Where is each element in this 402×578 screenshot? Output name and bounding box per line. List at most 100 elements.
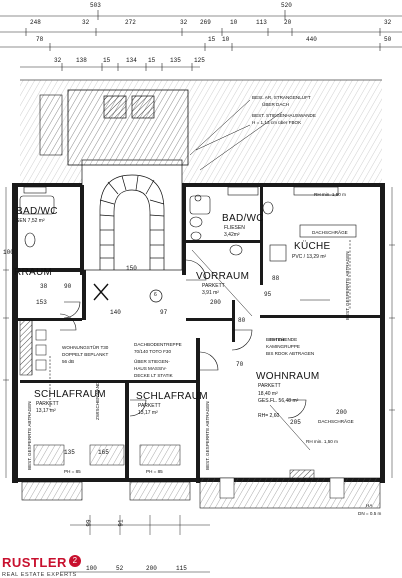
dim-label: 440: [306, 36, 317, 43]
dim-label: 503: [90, 2, 101, 9]
dim-label: 135: [64, 449, 75, 456]
dim-label: 50: [384, 36, 392, 43]
note-dn: DN = 0.5 m: [358, 511, 382, 516]
room-vorraum-area: 3,91 m²: [202, 290, 219, 296]
dim-label: 125: [194, 57, 205, 64]
note-tuer-2: DOPPELT BEPLANKT: [62, 352, 109, 357]
note-gesperrte-2: BEST. GESPERRTE ABTRAGEN: [205, 401, 210, 470]
marker-circle-number: 6: [154, 292, 157, 298]
dim-label: 32: [180, 19, 188, 26]
note-dachboden-2: 70/140 TOTO F30: [134, 349, 172, 354]
dim-label: 90: [64, 283, 72, 290]
room-bad-wc-left: BAD/WC: [16, 206, 58, 217]
dim-label: 113: [256, 19, 267, 26]
note-ph-2: PH = 85: [146, 469, 163, 474]
dim-label: 153: [36, 299, 47, 306]
chimney-block: [39, 89, 189, 166]
bottom-hatching: [21, 444, 381, 509]
dim-label: 78: [36, 36, 44, 43]
left-edge-detail: [19, 319, 47, 376]
dim-label: 150: [126, 265, 137, 272]
brand-badge: 2: [68, 555, 81, 567]
note-strangenluft: BESt. AR. STRANGENLUFT: [252, 95, 311, 100]
dim-label: 52: [116, 565, 124, 572]
dim-label: 272: [125, 19, 136, 26]
note-rh-bottom: RH min. 1,50 m: [306, 439, 338, 444]
dim-label: 248: [30, 19, 41, 26]
interior-walls: [12, 185, 384, 483]
room-bad-wc-right-area: 3,42m²: [224, 232, 240, 238]
note-dachschraege-kueche: DACHSCHRÄGE: [312, 230, 348, 235]
dim-label: 80: [238, 317, 246, 324]
room-kueche-sub: PVC / 13,29 m²: [292, 254, 327, 260]
room-vorraum-left: RRAUM: [14, 267, 53, 278]
room-kueche: KÜCHE: [294, 241, 331, 252]
dim-label: 15: [208, 36, 216, 43]
dim-label: 205: [290, 419, 301, 426]
note-kamingruppe-3: BIS RDOK ABTRAGEN: [266, 351, 315, 356]
note-kamingruppe-2: KAMINGRUPPE: [266, 344, 300, 349]
room-wohnraum-sub: PARKETT: [258, 383, 281, 389]
note-zwischenwand: ZWISCHENWAND: [95, 381, 100, 420]
dim-label: 100: [86, 565, 97, 572]
room-bad-wc-left-sub: SEN 7,52 m²: [16, 218, 45, 224]
room-vorraum: VORRAUM: [196, 271, 250, 282]
dim-label: 20: [284, 19, 292, 26]
window-marks: [23, 186, 351, 410]
dim-label: 91: [117, 519, 125, 527]
dim-label: 100: [3, 249, 14, 256]
note-rh-mid: RH min.: [270, 337, 287, 342]
room-wohnraum-rh: RH= 2,60: [258, 413, 280, 419]
note-rh-top: RH min. 1,50 m: [314, 192, 346, 197]
dim-label: 99: [85, 519, 93, 527]
dim-label: 520: [281, 2, 292, 9]
side-dimension-lines: [3, 187, 395, 478]
note-tuer-3: 56 dB: [62, 359, 75, 364]
room-wohnraum-area: 18,40 m²: [258, 391, 278, 397]
bottom-dimension-lines: [60, 515, 210, 573]
bath-fixtures: [19, 194, 357, 262]
dim-label: 15: [148, 57, 156, 64]
marker-circle: [149, 289, 163, 303]
note-stiegenhaus: BEST. STIEGENHAUSWANDE: [252, 113, 316, 118]
dim-label: 200: [336, 409, 347, 416]
brand-name: RUSTLER: [2, 555, 67, 570]
note-dachboden-1: DACHBODENTREPPE: [134, 342, 182, 347]
dim-label: 10: [230, 19, 238, 26]
room-vorraum-sub: PARKETT: [202, 283, 225, 289]
dim-label: 140: [110, 309, 121, 316]
dim-label: 165: [98, 449, 109, 456]
note-ha: HA: [366, 503, 373, 508]
diagonal-dims: [189, 99, 330, 451]
room-wohnraum-fl: GES.FL. 56,48 m²: [258, 398, 299, 404]
note-ueber-dach: ÜBER DACH: [262, 102, 290, 107]
dim-label: 135: [170, 57, 181, 64]
dim-label: 38: [40, 283, 48, 290]
room-schlafraum-right-area: 13,17 m²: [138, 410, 158, 416]
dim-label: 32: [54, 57, 62, 64]
note-dachschraege-wohn: DACHSCHRÄGE: [318, 419, 354, 424]
dim-label: 10: [222, 36, 230, 43]
note-gesperrte-1: BEST. GESPERRTE ABTRAGEN: [27, 401, 32, 470]
room-schlafraum-left-area: 13,17 m²: [36, 408, 56, 414]
note-dachboden-5: DECKE LT STATIK: [134, 373, 173, 378]
room-schlafraum-left: SCHLAFRAUM: [34, 389, 106, 400]
dim-label: 97: [160, 309, 168, 316]
dim-label: 88: [272, 275, 280, 282]
note-dachboden-4: HAUS MASSIV-: [134, 366, 167, 371]
room-schlafraum-left-sub: PARKETT: [36, 401, 59, 407]
note-tuer-1: WOHNUNGSTÜR T30: [62, 345, 109, 350]
room-schlafraum-right: SCHLAFRAUM: [136, 391, 208, 402]
note-fbok: H = 1,13 cm über FBOK: [252, 120, 302, 125]
dim-label: 200: [146, 565, 157, 572]
door-swings: [59, 259, 307, 419]
note-gesperrte-3: BEST. GESPERRTE ABTRAGEN: [345, 251, 350, 320]
dim-label: 70: [236, 361, 244, 368]
brand-subtitle: REAL ESTATE EXPERTS: [2, 572, 77, 578]
top-dimension-lines: [0, 10, 402, 71]
dim-label: 95: [264, 291, 272, 298]
note-dachboden-3: ÜBER STIEGEN-: [134, 359, 170, 364]
note-kamingruppe-1: BESTEHENDE: [266, 337, 298, 342]
dim-label: 200: [210, 299, 221, 306]
